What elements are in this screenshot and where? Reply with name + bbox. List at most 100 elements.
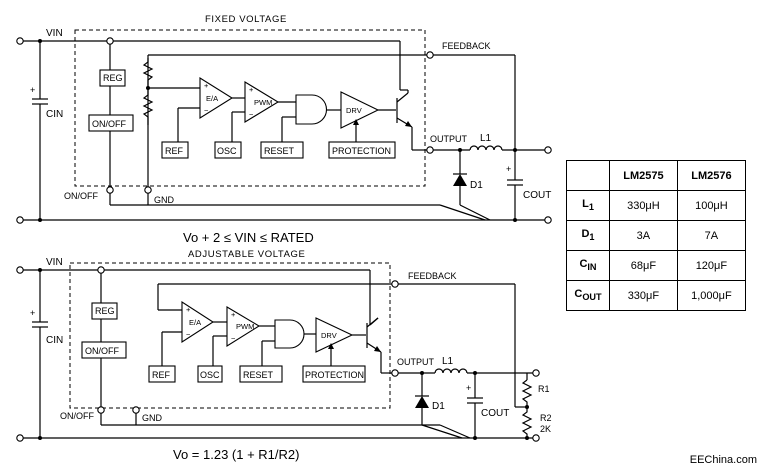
cell-lm2575: 330μH (609, 190, 678, 221)
fixed-d1-label: D1 (470, 180, 483, 191)
fixed-reg-block (99, 69, 126, 87)
adjustable-feedback-label: FEEDBACK (408, 271, 457, 281)
svg-text:−: − (249, 110, 254, 119)
adjustable-reset-label: RESET (243, 370, 274, 380)
table-header-row: LM2575 LM2576 (566, 160, 747, 191)
adjustable-r1-resistor (521, 379, 533, 406)
adjustable-ref-label: REF (152, 370, 171, 380)
adjustable-inductor (434, 368, 468, 374)
adjustable-driver (315, 317, 354, 353)
adjustable-r2-label: R2 (540, 413, 552, 423)
fixed-reset-block (260, 141, 304, 159)
fixed-cin-label: CIN (46, 109, 63, 120)
fixed-and-gate (295, 94, 327, 125)
fixed-vin-terminal (16, 37, 24, 45)
svg-text:+: + (231, 310, 236, 319)
row-param: D1 (566, 220, 610, 251)
fixed-pwm-comparator (244, 81, 280, 123)
fixed-error-amp (199, 77, 234, 119)
fixed-reg-label: REG (103, 73, 123, 83)
cell-lm2575: 3A (609, 220, 678, 251)
fixed-reset-label: RESET (264, 146, 295, 156)
adjustable-r2-value: 2K (540, 424, 551, 434)
svg-text:−: − (204, 106, 209, 115)
fixed-inductor (469, 145, 503, 151)
adjustable-d1-label: D1 (432, 401, 445, 412)
adjustable-pwm-comparator (226, 306, 261, 347)
adjustable-output-label: OUTPUT (397, 357, 435, 367)
fixed-pwm-label: PWM (254, 98, 272, 107)
adjustable-ic-outline (69, 262, 391, 409)
svg-text:−: − (186, 330, 191, 339)
adjustable-error-amp (181, 300, 215, 344)
adjustable-title: ADJUSTABLE VOLTAGE (188, 249, 305, 260)
fixed-onoff-label: ON/OFF (92, 119, 126, 129)
adjustable-equation: Vo = 1.23 (1 + R1/R2) (173, 447, 299, 462)
table-header-empty (566, 160, 610, 191)
adjustable-cout-label: COUT (481, 408, 509, 419)
adjustable-onoff-label: ON/OFF (85, 346, 119, 356)
adjustable-voltage-circuit: ADJUSTABLE VOLTAGE VIN + CIN REG ON/OFF … (16, 249, 552, 442)
fixed-equation: Vo + 2 ≤ VIN ≤ RATED (183, 230, 314, 245)
cell-lm2576: 7A (676, 220, 747, 251)
row-param: L1 (566, 190, 610, 221)
source-credit: EEChina.com (689, 454, 757, 466)
adjustable-reg-block (91, 302, 118, 320)
fixed-onoff-pin-label: ON/OFF (64, 191, 98, 201)
adjustable-diode (415, 396, 429, 408)
fixed-protection-label: PROTECTION (332, 146, 391, 156)
svg-text:−: − (231, 334, 236, 343)
table-row: L1 330μH 100μH (566, 190, 747, 221)
table-header-lm2575: LM2575 (609, 160, 678, 191)
table-row: CIN 68μF 120μF (566, 250, 747, 281)
table-row: D1 3A 7A (566, 220, 747, 251)
fixed-ref-label: REF (165, 146, 184, 156)
fixed-output-label: OUTPUT (430, 134, 468, 144)
adjustable-reg-label: REG (95, 306, 115, 316)
adjustable-r2-resistor (521, 407, 533, 438)
adjustable-osc-block (197, 365, 223, 383)
adjustable-protection-block (302, 365, 366, 383)
adjustable-l1-label: L1 (442, 356, 454, 367)
fixed-title: FIXED VOLTAGE (205, 14, 287, 25)
row-param: COUT (566, 280, 610, 311)
adjustable-vin-label: VIN (46, 257, 63, 268)
fixed-driver (340, 91, 380, 129)
component-value-table: LM2575 LM2576 L1 330μH 100μH D1 3A 7A CI… (566, 160, 747, 311)
svg-text:+: + (506, 164, 511, 174)
fixed-gnd-label: GND (154, 195, 175, 205)
adjustable-drv-label: DRV (321, 331, 337, 340)
svg-text:+: + (204, 81, 209, 90)
cell-lm2575: 68μF (609, 250, 678, 281)
adjustable-onoff-block (81, 341, 127, 359)
adjustable-reset-block (239, 365, 283, 383)
adjustable-protection-label: PROTECTION (305, 370, 364, 380)
svg-text:+: + (186, 305, 191, 314)
svg-text:+: + (30, 308, 35, 318)
adjustable-r1-label: R1 (538, 384, 550, 394)
adjustable-cin-label: CIN (46, 335, 63, 346)
adjustable-ea-label: E/A (189, 318, 201, 327)
svg-text:+: + (466, 383, 471, 393)
fixed-onoff-block (88, 114, 134, 132)
cell-lm2576: 1,000μF (676, 280, 747, 311)
row-param: CIN (566, 250, 610, 281)
svg-text:+: + (30, 85, 35, 95)
svg-text:+: + (249, 85, 254, 94)
fixed-feedback-label: FEEDBACK (442, 41, 491, 51)
fixed-ea-label: E/A (206, 94, 218, 103)
fixed-diode (453, 174, 467, 186)
fixed-ic-outline (74, 29, 426, 187)
fixed-vin-label: VIN (46, 28, 63, 39)
adjustable-and-gate (274, 319, 305, 349)
fixed-osc-block (214, 141, 242, 159)
cell-lm2576: 100μH (676, 190, 747, 221)
adjustable-osc-label: OSC (200, 370, 220, 380)
fixed-l1-label: L1 (480, 133, 492, 144)
adjustable-gnd-label: GND (142, 413, 163, 423)
fixed-osc-label: OSC (217, 146, 237, 156)
table-row: COUT 330μF 1,000μF (566, 280, 747, 311)
fixed-ref-block (161, 141, 189, 159)
